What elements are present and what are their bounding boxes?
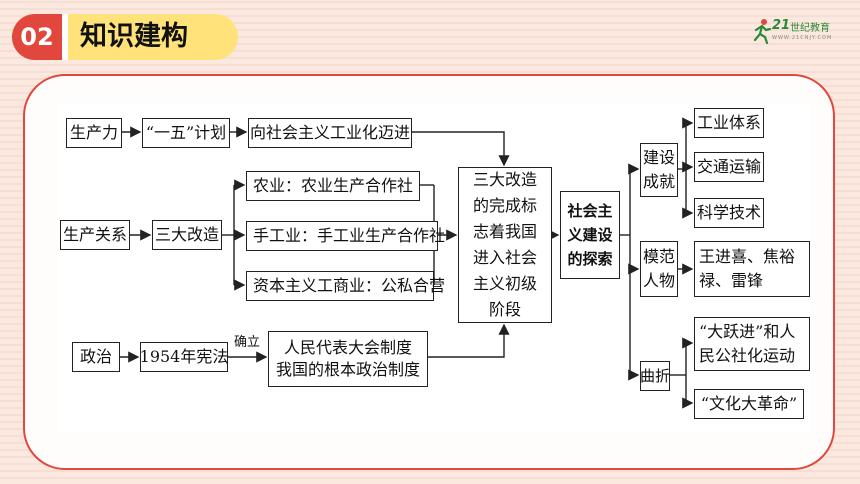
node-socialist-exploration: 社会主义建设的探索 [560, 191, 620, 279]
congress-line-1: 人民代表大会制度 [283, 338, 412, 357]
node-model-figures: 模范人物 [640, 241, 678, 297]
node-first-five-year-plan: “一五”计划 [142, 118, 230, 148]
node-1954-constitution: 1954年宪法 [140, 342, 228, 372]
node-people-congress: 人民代表大会制度 我国的根本政治制度 [268, 331, 428, 387]
node-setbacks: 曲折 [640, 361, 670, 391]
page-title: 知识建构 [80, 21, 188, 52]
node-science: 科学技术 [694, 198, 764, 228]
node-transport: 交通运输 [694, 152, 764, 182]
node-productivity: 生产力 [66, 118, 122, 148]
node-industry-system: 工业体系 [694, 108, 764, 138]
node-achievements: 建设成就 [640, 143, 678, 197]
logo-text: 世纪教育 [790, 23, 830, 34]
node-three-reforms: 三大改造 [152, 220, 222, 250]
node-completion: 三大改造的完成标志着我国进入社会主义初级阶段 [458, 167, 552, 323]
header-divider [62, 14, 68, 60]
logo: 21 世纪教育 WWW.21CNJY.COM [752, 18, 832, 48]
node-model-names: 王进喜、焦裕禄、雷锋 [694, 241, 810, 297]
logo-subtext: WWW.21CNJY.COM [772, 35, 833, 41]
node-handicraft: 手工业：手工业生产合作社 [246, 221, 445, 251]
logo-number: 21 [772, 18, 791, 33]
node-politics: 政治 [72, 342, 120, 372]
node-industrialization: 向社会主义工业化迈进 [248, 118, 412, 148]
node-cultural-revolution: “文化大革命” [694, 389, 804, 419]
node-production-relations: 生产关系 [60, 220, 130, 250]
section-number: 02 [12, 14, 62, 60]
node-great-leap: “大跃进”和人民公社化运动 [694, 317, 810, 371]
knowledge-diagram: 生产力 “一五”计划 向社会主义工业化迈进 生产关系 三大改造 农业：农业生产合… [58, 103, 810, 433]
congress-line-2: 我国的根本政治制度 [275, 360, 420, 379]
label-established: 确立 [234, 335, 261, 350]
node-capitalist-commerce: 资本主义工商业：公私合营 [246, 271, 445, 301]
runner-icon [753, 19, 772, 44]
node-agriculture: 农业：农业生产合作社 [246, 171, 420, 201]
